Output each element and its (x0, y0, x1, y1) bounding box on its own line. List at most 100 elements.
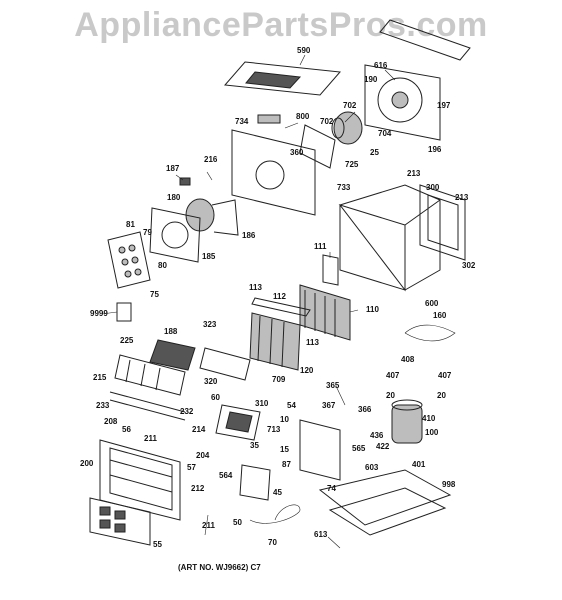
callout-label: 212 (191, 484, 205, 493)
callout-label: 733 (337, 183, 351, 192)
callout-label: 216 (204, 155, 218, 164)
callout-label: 79 (143, 228, 152, 237)
callout-label: 200 (80, 459, 94, 468)
callout-label: 366 (358, 405, 372, 414)
orifice-plate-part (149, 207, 201, 263)
callout-label: 323 (203, 320, 217, 329)
callout-label: 81 (126, 220, 135, 229)
callout-label: 54 (287, 401, 296, 410)
callout-label: 603 (365, 463, 379, 472)
callout-label: 10 (280, 415, 289, 424)
callout-label: 45 (273, 488, 282, 497)
blower-wheel-part (185, 198, 239, 236)
filter-part (149, 339, 196, 371)
callout-label: 196 (428, 145, 442, 154)
callout-label: 407 (386, 371, 400, 380)
callout-label: 713 (267, 425, 281, 434)
evaporator-housing-part (231, 114, 316, 216)
callout-label: 15 (280, 445, 289, 454)
leader-lines (101, 54, 396, 549)
callout-label: 320 (204, 377, 218, 386)
clip-part (179, 177, 191, 186)
callout-label: 9999 (90, 309, 108, 318)
callout-label: 204 (196, 451, 210, 460)
callout-label: 232 (180, 407, 194, 416)
rod-part (109, 391, 186, 413)
top-louver-part (223, 61, 342, 96)
callout-label: 87 (282, 460, 291, 469)
base-pan-part (318, 469, 452, 536)
callout-label: 616 (374, 61, 388, 70)
callout-label: 998 (442, 480, 456, 489)
callout-label: 410 (422, 414, 436, 423)
callout-label: 702 (320, 117, 334, 126)
callout-label: 180 (167, 193, 181, 202)
callout-label: 80 (158, 261, 167, 270)
callout-label: 613 (314, 530, 328, 539)
compressor-part (391, 399, 423, 444)
callout-label: 211 (202, 521, 215, 530)
callout-label: 186 (242, 231, 256, 240)
callout-label: 704 (378, 129, 392, 138)
drain-tube-part (404, 324, 456, 342)
callout-label: 401 (412, 460, 426, 469)
callout-label: 112 (273, 292, 286, 301)
front-grille-part (99, 439, 181, 521)
callout-label: 57 (187, 463, 196, 472)
callout-label: 185 (202, 252, 216, 261)
callout-label: 300 (426, 183, 440, 192)
callout-label: 310 (255, 399, 269, 408)
callout-label: 215 (93, 373, 107, 382)
channel-part (199, 347, 251, 381)
callout-label: 600 (425, 299, 439, 308)
callout-label: 709 (272, 375, 286, 384)
callout-label: 564 (219, 471, 233, 480)
callout-label: 436 (370, 431, 384, 440)
condenser-coil-part (299, 284, 351, 341)
callout-label: 214 (192, 425, 206, 434)
callout-label: 120 (300, 366, 314, 375)
rear-grille-part (419, 184, 466, 261)
callout-label: 187 (166, 164, 180, 173)
callout-label: 302 (462, 261, 476, 270)
callout-label: 113 (306, 338, 319, 347)
cabinet-part (338, 184, 441, 292)
callout-label: 422 (376, 442, 390, 451)
rod-part (109, 399, 186, 421)
callout-label: 407 (438, 371, 452, 380)
control-board-part (107, 231, 151, 289)
manual-part (116, 302, 132, 322)
front-panel-part (89, 497, 151, 546)
callout-label: 50 (233, 518, 242, 527)
motor-bracket-part (299, 124, 336, 169)
callout-label: 800 (296, 112, 310, 121)
callout-label: 197 (437, 101, 451, 110)
callout-label: 35 (250, 441, 259, 450)
callout-label: 208 (104, 417, 118, 426)
coil-rail-part (251, 297, 311, 317)
callout-label: 56 (122, 425, 131, 434)
callout-label: 190 (364, 75, 378, 84)
callout-label: 213 (407, 169, 421, 178)
callout-label: 360 (290, 148, 304, 157)
callout-label: 565 (352, 444, 366, 453)
callout-label: 70 (268, 538, 277, 547)
callout-label: 55 (153, 540, 162, 549)
callout-label: 188 (164, 327, 178, 336)
power-cord-part (249, 504, 301, 524)
callout-label: 225 (120, 336, 134, 345)
callout-label: 110 (366, 305, 379, 314)
callout-label: 20 (437, 391, 446, 400)
callout-label: 75 (150, 290, 159, 299)
callout-label: 408 (401, 355, 415, 364)
callout-label: 113 (249, 283, 262, 292)
art-number: (ART NO. WJ9662) C7 (178, 563, 261, 572)
callout-label: 367 (322, 401, 336, 410)
louver-assembly-part (114, 354, 186, 396)
fan-motor-part (331, 111, 363, 145)
callout-label: 590 (297, 46, 311, 55)
callout-label: 20 (386, 391, 395, 400)
fan-shroud-part (364, 64, 441, 141)
control-bracket-part (299, 419, 341, 481)
callout-label: 702 (343, 101, 357, 110)
